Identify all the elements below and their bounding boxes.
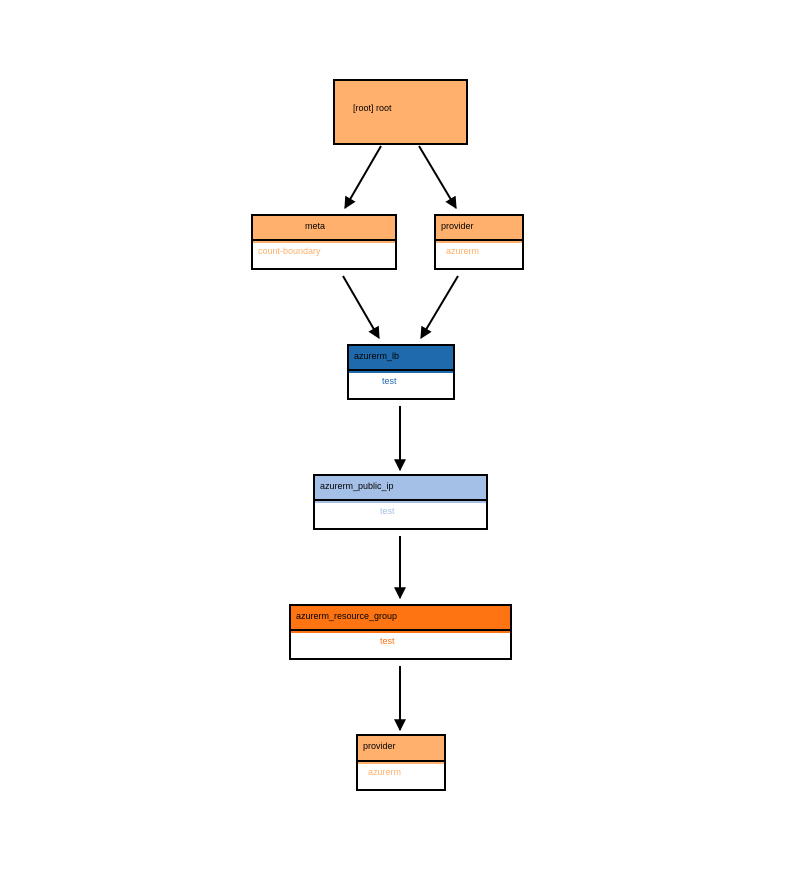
- provider-bottom-node[interactable]: provider azurerm: [356, 734, 446, 791]
- azurerm-public-ip-node-name: test: [315, 499, 486, 528]
- provider-bottom-node-type: provider: [358, 736, 444, 764]
- azurerm-public-ip-node-type: azurerm_public_ip: [315, 476, 486, 503]
- provider-top-node[interactable]: provider azurerm: [434, 214, 524, 270]
- provider-top-node-name: azurerm: [436, 239, 522, 268]
- azurerm-resource-group-node-name: test: [291, 629, 510, 658]
- edge-root-provider: [418, 145, 457, 210]
- azurerm-public-ip-node[interactable]: azurerm_public_ip test: [313, 474, 488, 530]
- provider-top-node-type: provider: [436, 216, 522, 243]
- root-node-label: [root] root: [335, 81, 466, 143]
- provider-bottom-node-name: azurerm: [358, 760, 444, 789]
- root-node[interactable]: [root] root: [333, 79, 468, 145]
- azurerm-lb-node-name: test: [349, 369, 453, 398]
- meta-node-type: meta: [253, 216, 395, 243]
- edge-meta-lb: [342, 275, 380, 340]
- meta-node-name: count-boundary: [253, 239, 395, 268]
- azurerm-resource-group-node[interactable]: azurerm_resource_group test: [289, 604, 512, 660]
- azurerm-resource-group-node-type: azurerm_resource_group: [291, 606, 510, 633]
- azurerm-lb-node-type: azurerm_lb: [349, 346, 453, 373]
- meta-node[interactable]: meta count-boundary: [251, 214, 397, 270]
- edge-root-meta: [344, 145, 382, 210]
- edge-provider-lb: [420, 275, 459, 340]
- azurerm-lb-node[interactable]: azurerm_lb test: [347, 344, 455, 400]
